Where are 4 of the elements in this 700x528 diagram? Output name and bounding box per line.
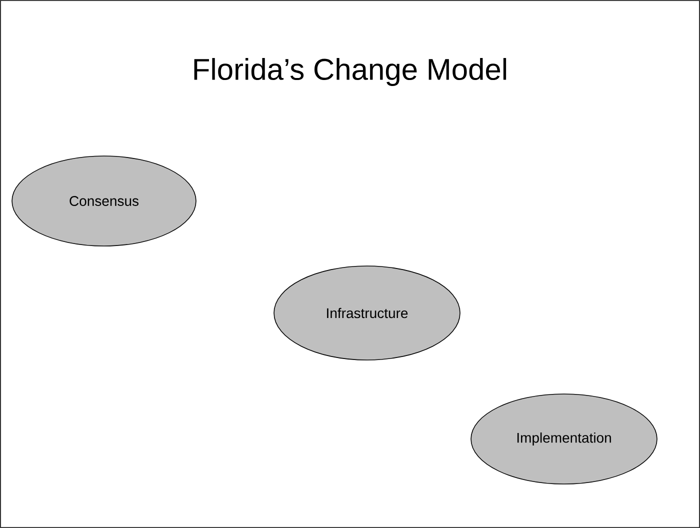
ellipse-node: Implementation: [470, 394, 658, 484]
ellipse-node: Infrastructure: [274, 266, 460, 360]
ellipse-node: Consensus: [12, 156, 196, 246]
title: Florida’s Change Model: [194, 58, 506, 86]
